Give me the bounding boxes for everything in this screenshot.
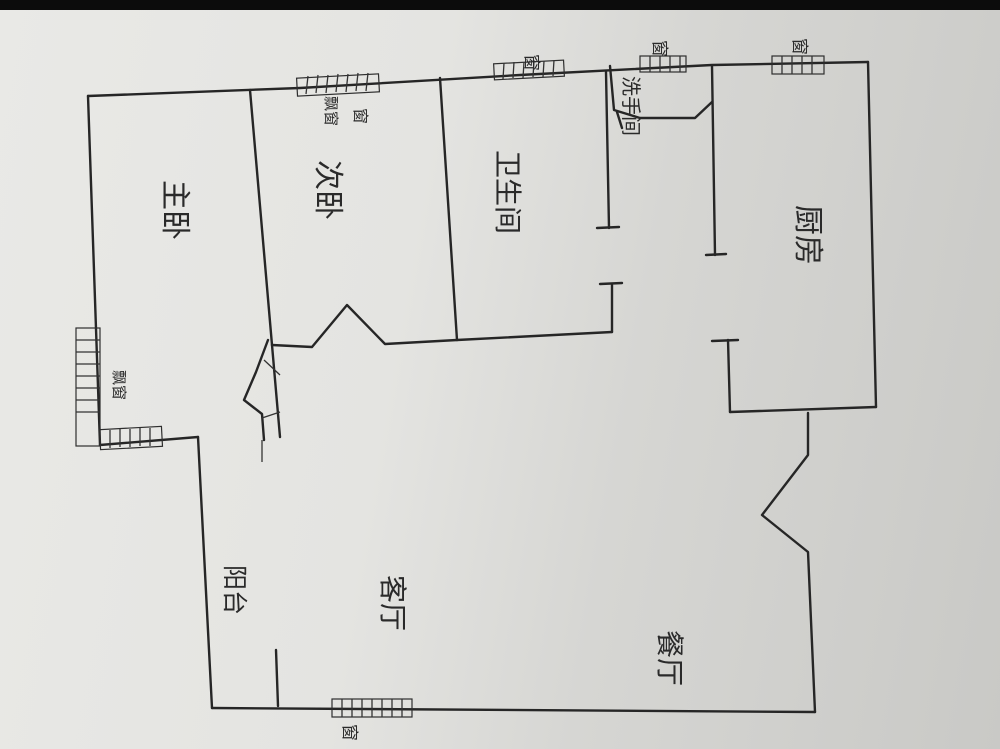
bath-door-mark-lower	[598, 281, 624, 286]
window-label-bottom-living: 窗	[339, 724, 359, 741]
master-door-wall	[270, 343, 282, 439]
kitchen-door-jamb-upper	[704, 252, 728, 257]
walls	[86, 60, 878, 714]
bottom-exterior-wall	[210, 706, 817, 714]
room-label-second-bedroom: 次卧	[310, 160, 345, 220]
master-door-swing	[242, 338, 270, 442]
master-door-leaf-2	[261, 411, 281, 419]
living-left-wall	[196, 435, 214, 710]
wash-room-outline	[608, 64, 714, 120]
room-label-living-room: 客厅	[376, 575, 409, 631]
bay-window-label-top: 飘窗	[322, 96, 340, 126]
balcony-divider	[274, 648, 280, 708]
bay-window-left	[75, 327, 101, 447]
master-door-leaf	[263, 359, 281, 376]
window-label-top-kitchen: 窗	[789, 38, 809, 55]
left-wall-master	[86, 94, 102, 447]
room-label-wash-room: 洗手间	[619, 76, 643, 136]
bath-right-wall-upper	[604, 70, 611, 230]
paper-sheet	[0, 10, 1000, 749]
wash-room-wall-mark	[615, 110, 624, 130]
kitchen-right-wall	[866, 60, 878, 409]
window-bottom-living	[331, 698, 413, 718]
room-label-master-bedroom: 主卧	[157, 180, 192, 240]
window-label-top-bath: 窗	[521, 54, 541, 71]
window-top-bath	[492, 59, 566, 81]
room-label-balcony: 阳台	[220, 565, 249, 615]
window-label-top-wash: 窗	[649, 40, 669, 57]
master-bottom-wall	[98, 435, 200, 447]
window-top-second	[295, 72, 381, 97]
kitchen-door-jamb-lower	[726, 338, 732, 414]
room-label-bathroom: 卫生间	[491, 150, 524, 234]
bedroom-bottom-wall	[270, 303, 614, 349]
room-label-kitchen: 厨房	[790, 205, 825, 265]
kitchen-left-wall-upper	[710, 64, 717, 257]
room-label-dining-room: 餐厅	[653, 630, 686, 686]
bath-door-mark-upper	[595, 225, 621, 230]
window-label-top-second: 窗	[351, 108, 370, 124]
master-second-divider	[248, 88, 274, 347]
kitchen-door-jamb-mark	[710, 338, 740, 343]
top-exterior-wall	[86, 60, 870, 98]
window-top-kitchen	[771, 55, 825, 75]
dining-right-wall	[760, 411, 817, 714]
window-top-wash	[639, 55, 687, 73]
second-bath-divider	[438, 76, 459, 342]
window-master-bottom	[98, 425, 164, 451]
bay-window-label-left: 飘窗	[110, 370, 128, 400]
kitchen-bottom-wall	[728, 405, 878, 414]
